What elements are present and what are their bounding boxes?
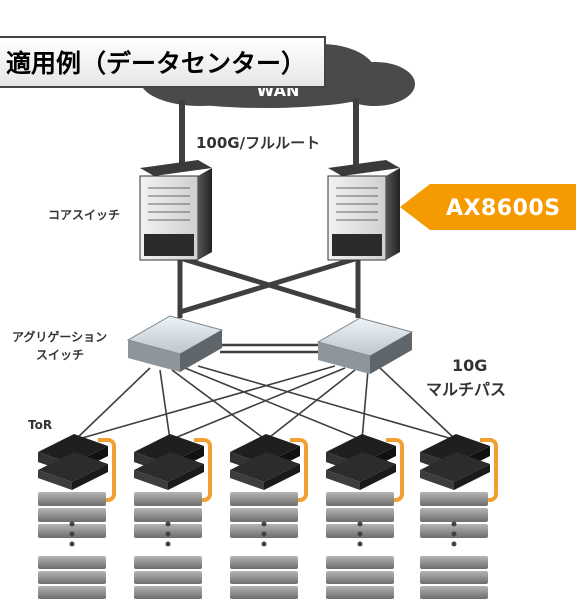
aggregation-interlink [220,343,320,354]
core-switch-label: コアスイッチ [48,208,121,222]
core-switch-right [327,160,400,261]
wan-uplinks [179,98,359,165]
core-switch-left [139,160,212,261]
server-stack-3 [230,556,298,599]
tor-stack-2 [134,434,212,538]
server-stack-5 [420,556,488,599]
continuation-dots [69,521,457,547]
server-stack-4 [326,556,394,599]
uplink-label: 100G/フルルート [196,134,321,152]
tor-label: ToR [28,418,53,432]
tor-stack-4 [326,434,404,538]
server-stack-2 [134,556,202,599]
multipath-links [74,365,457,441]
server-stack-1 [38,556,106,599]
diagram-title-text: 適用例（データセンター） [6,49,307,78]
tor-stack-5 [420,434,498,538]
multipath-label-line2: マルチパス [426,380,507,399]
aggregation-label-line2: スイッチ [36,348,85,362]
core-aggregation-links [177,250,361,318]
aggregation-label-line1: アグリゲーション [12,330,108,344]
tor-stack-3 [230,434,308,538]
product-callout-label: AX8600S [446,196,561,221]
aggregation-switch-right [316,317,414,374]
tor-stack-1 [38,434,116,538]
aggregation-switch-left [126,315,224,372]
product-callout-arrow [400,184,576,230]
multipath-label-line1: 10G [452,356,488,375]
diagram-title: 適用例（データセンター） [0,36,326,88]
